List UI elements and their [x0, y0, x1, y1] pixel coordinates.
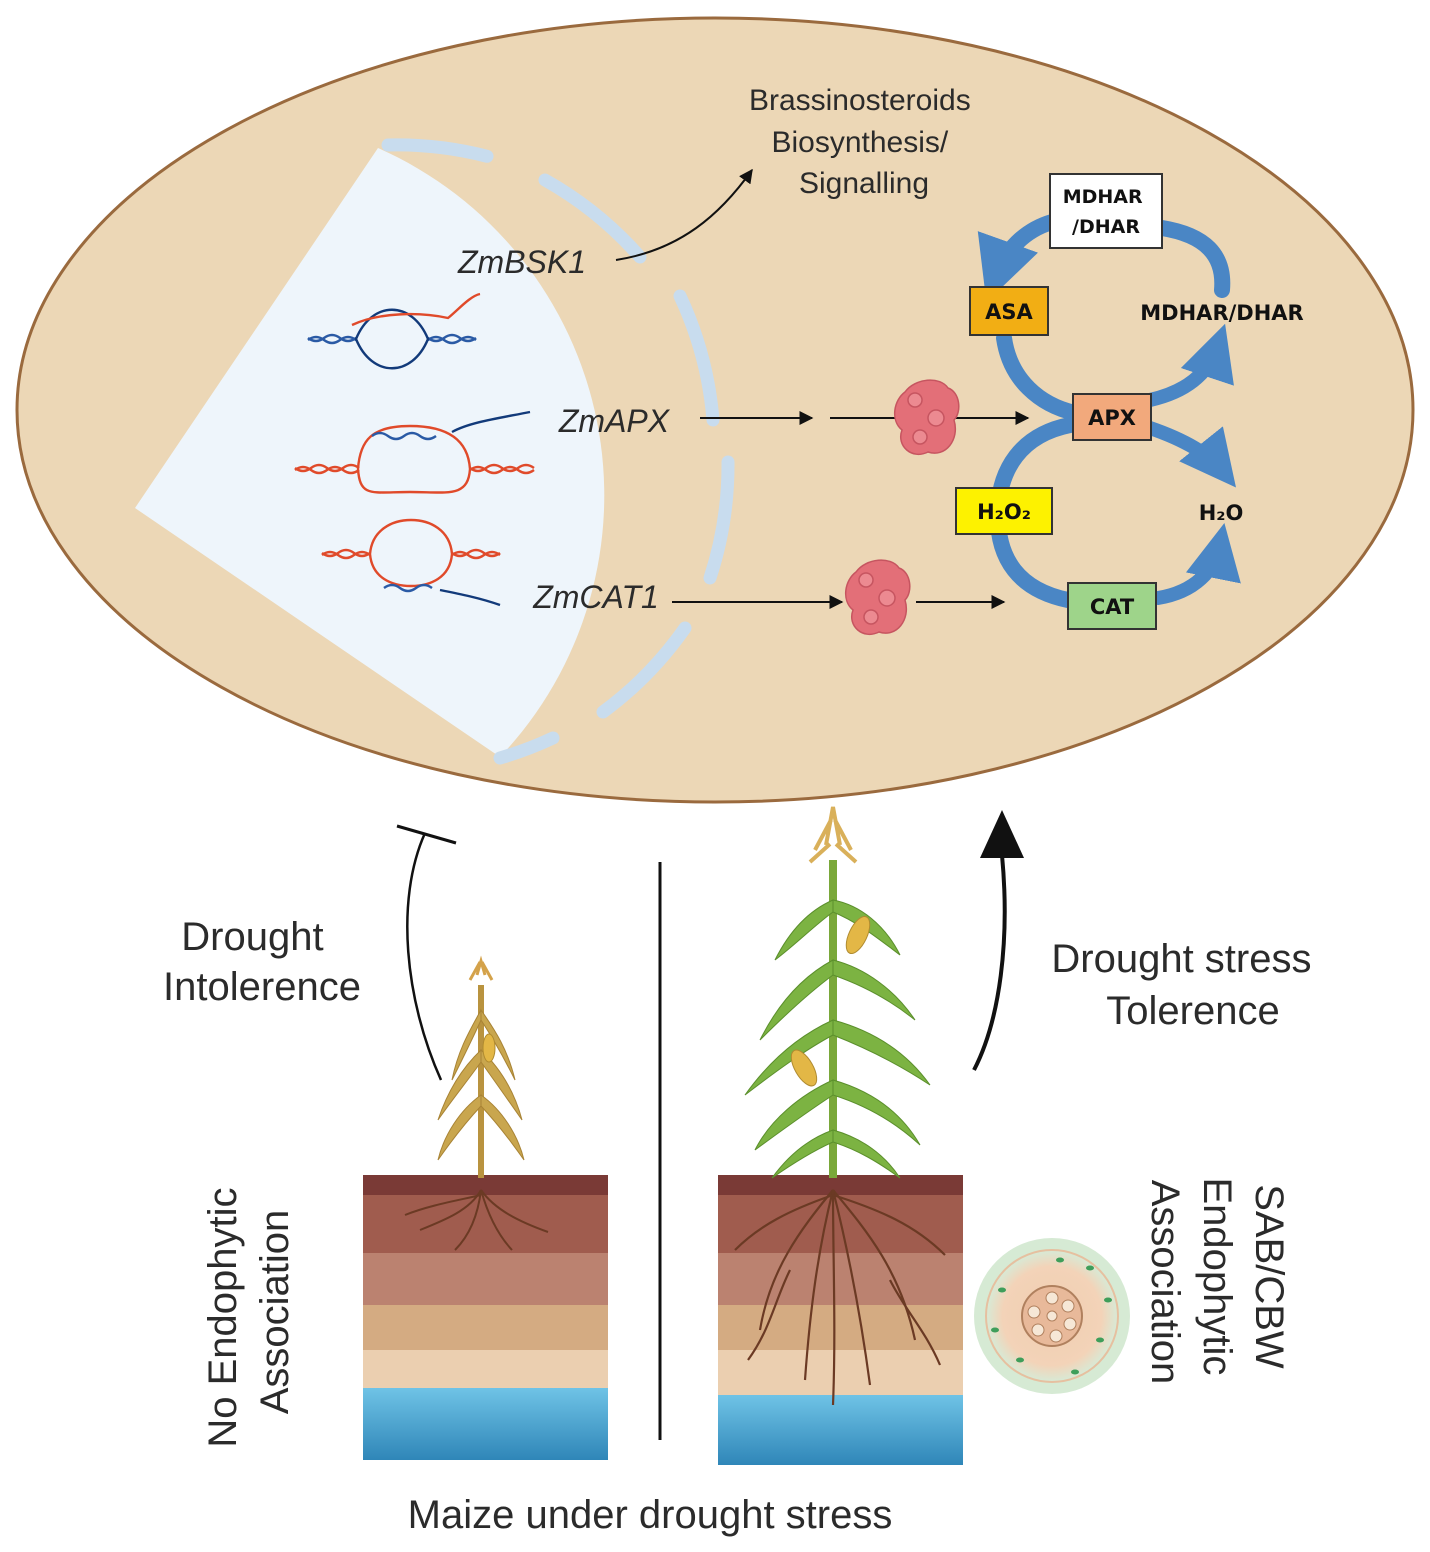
groundwater-right — [718, 1395, 963, 1465]
wilted-maize-icon — [404, 955, 549, 1251]
dna-cat1 — [321, 518, 501, 607]
asa-box: ASA — [969, 286, 1049, 336]
svg-text:APX: APX — [1088, 406, 1136, 430]
mdhar-dhar-label: MDHAR/DHAR — [1140, 301, 1303, 325]
drought-tolerance-label: Drought stress Tolerence — [1051, 937, 1322, 1033]
figure-caption: Maize under drought stress — [408, 1493, 893, 1537]
gene-apx-label: ZmAPX — [558, 403, 671, 439]
cat-protein-icon — [845, 559, 911, 635]
groundwater-left — [363, 1388, 608, 1460]
promotion-arrow — [972, 854, 1007, 1071]
mdhar-dhar-box: MDHAR /DHAR — [1049, 173, 1163, 249]
h2o2-box: H₂O₂ — [955, 487, 1053, 535]
no-endophytic-label: No Endophytic Association — [201, 1176, 297, 1447]
svg-text:H₂O₂: H₂O₂ — [977, 500, 1031, 524]
apx-box: APX — [1072, 393, 1152, 441]
bsk1-arrow — [615, 168, 753, 261]
nucleus — [135, 148, 605, 757]
inhibition-bar — [396, 824, 457, 845]
root-cross-section-icon — [974, 1238, 1130, 1394]
cat-box: CAT — [1067, 582, 1157, 630]
apx-protein-icon — [894, 379, 960, 455]
dna-bsk1 — [307, 292, 481, 370]
plant-cell: ZmBSK1 ZmAPX ZmCAT1 Brassinosteroids Bio… — [15, 16, 1415, 804]
sab-cbw-endophytic-label: SAB/CBW Endophytic Association — [1143, 1177, 1291, 1386]
soil-column-left — [363, 1175, 608, 1460]
healthy-maize-icon — [734, 806, 946, 1406]
soil-column-right — [718, 1175, 963, 1465]
inhibition-arrow — [406, 832, 443, 1081]
brassinosteroids-label: Brassinosteroids Biosynthesis/ Signallin… — [749, 84, 979, 200]
gene-bsk1-label: ZmBSK1 — [457, 244, 586, 280]
svg-text:CAT: CAT — [1090, 595, 1135, 619]
nuclear-envelope — [381, 138, 735, 765]
gene-cat1-label: ZmCAT1 — [532, 579, 659, 615]
h2o-label: H₂O — [1199, 501, 1244, 525]
promotion-arrowhead — [980, 810, 1024, 858]
svg-text:MDHAR /DHAR: MDHAR /DHAR — [1063, 186, 1150, 238]
dna-apx — [294, 410, 535, 494]
svg-text:ASA: ASA — [985, 300, 1033, 324]
drought-intolerance-label: Drought Intolerence — [163, 915, 361, 1009]
